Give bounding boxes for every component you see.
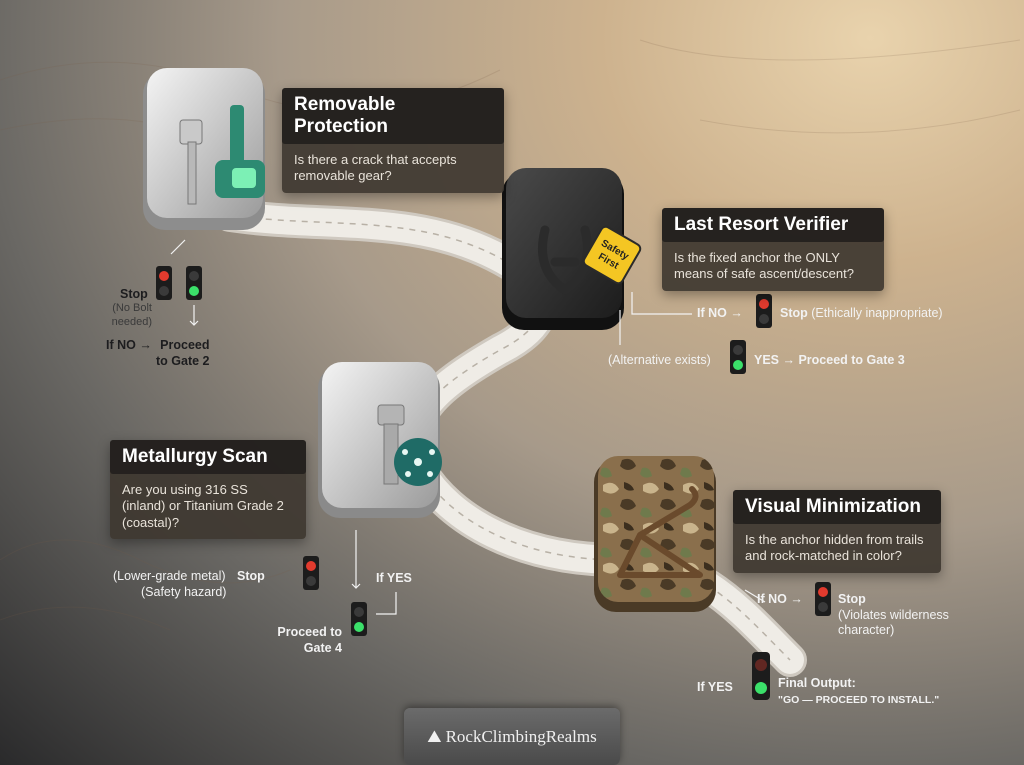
gate1-stop-note: (No Bolt needed): [108, 302, 152, 330]
safety-first-badge: Safety First: [582, 225, 642, 285]
gate4-title: Visual Minimization: [733, 490, 941, 524]
gate2-yes: YES → Proceed to Gate 3: [754, 353, 905, 367]
removable-gear-icon: [179, 105, 265, 205]
gate3-proceed-1: Proceed to: [277, 625, 342, 639]
gate3-stop-label: Stop: [237, 569, 265, 583]
gate1-panel: Removable Protection Is there a crack th…: [282, 88, 504, 193]
traffic-light-stop-3: [303, 556, 319, 590]
gate4-if-no: If NO →: [757, 592, 803, 606]
gate2-stop-label: Stop: [780, 306, 808, 320]
brand-logo: ⛰ RockClimbingRealms: [404, 708, 620, 765]
bolt-icon: [377, 404, 405, 485]
gate4-tile: [594, 456, 716, 612]
gate1-question: Is there a crack that accepts removable …: [294, 152, 457, 184]
climber-icon: ⛰: [427, 726, 442, 746]
camouflage-hook-icon: [617, 486, 703, 578]
brand-name: RockClimbingRealms: [445, 726, 597, 746]
traffic-light-stop-4: [815, 582, 831, 616]
gate1-proceed-2: to Gate 2: [156, 353, 210, 368]
gate3-tile: [318, 362, 442, 518]
gate4-stop: Stop (Violates wilderness character): [838, 592, 949, 639]
gate3-stop-note-2: (Safety hazard): [141, 585, 227, 599]
gate1-stop-label: Stop: [120, 287, 148, 301]
traffic-light-go-4: [752, 652, 770, 700]
gate2-stop-note: (Ethically inappropriate): [811, 306, 943, 320]
gate1-stop-note-1: (No Bolt: [112, 302, 152, 314]
traffic-light-go-1: [186, 266, 202, 300]
gate4-if-yes: If YES: [697, 680, 733, 694]
gate4-stop-note-1: (Violates wilderness: [838, 607, 949, 622]
gate3-proceed-2: Gate 4: [303, 640, 342, 655]
gate3-if-yes: If YES: [376, 571, 412, 585]
gate1-tile: [143, 68, 265, 230]
gate2-question: Is the fixed anchor the ONLY means of sa…: [674, 250, 854, 282]
gate1-proceed-1: Proceed: [160, 338, 210, 352]
gate2-if-no: If NO →: [697, 306, 743, 320]
gate4-final: Final Output: "GO — PROCEED TO INSTALL.": [778, 676, 939, 707]
gate2-stop: Stop (Ethically inappropriate): [780, 306, 943, 322]
gate3-stop-note-1: (Lower-grade metal): [113, 569, 226, 583]
traffic-light-stop-2: [756, 294, 772, 328]
gate1-stop-note-2: needed): [111, 315, 152, 328]
gate1-if-no: If NO →: [106, 338, 152, 352]
gate3-title: Metallurgy Scan: [110, 440, 306, 474]
gate2-title: Last Resort Verifier: [662, 208, 884, 242]
gate3-proceed: Proceed to Gate 4: [272, 625, 342, 656]
traffic-light-stop-1: [156, 266, 172, 300]
gate2-alternative: (Alternative exists): [608, 353, 711, 367]
gate4-stop-note-2: character): [838, 623, 895, 638]
gate4-stop-label: Stop: [838, 592, 866, 606]
gate3-question: Are you using 316 SS (inland) or Titaniu…: [122, 482, 284, 530]
gate4-panel: Visual Minimization Is the anchor hidden…: [733, 490, 941, 573]
gate1-title: Removable Protection: [282, 88, 504, 144]
gate2-panel: Last Resort Verifier Is the fixed anchor…: [662, 208, 884, 291]
gate4-final-value: "GO — PROCEED TO INSTALL.": [778, 693, 940, 706]
molecule-icon: [394, 438, 442, 486]
gate1-proceed: Proceed to Gate 2: [156, 338, 210, 369]
traffic-light-go-3: [351, 602, 367, 636]
gate4-final-label: Final Output:: [778, 676, 856, 690]
gate3-panel: Metallurgy Scan Are you using 316 SS (in…: [110, 440, 306, 539]
connector-lines: [170, 239, 766, 615]
traffic-light-go-2: [730, 340, 746, 374]
gate2-tile: Safety First: [502, 168, 642, 330]
gate4-question: Is the anchor hidden from trails and roc…: [745, 532, 924, 564]
